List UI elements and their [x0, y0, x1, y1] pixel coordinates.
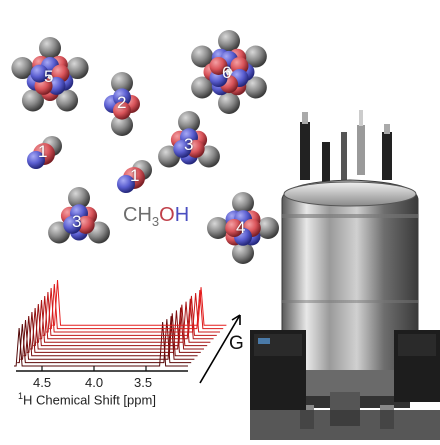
cluster-label-3b: 3: [72, 212, 82, 231]
tick-label-3-5: 3.5: [134, 375, 153, 390]
carbon-atom: [39, 37, 61, 59]
cluster-label-3a: 3: [184, 135, 194, 154]
formula-ch: CH: [123, 204, 152, 226]
hydrogen-atom: [117, 175, 135, 193]
cluster-label-1a: 1: [38, 142, 48, 161]
ring-atom: [30, 64, 49, 83]
x-axis-title-sup: 1: [18, 391, 24, 401]
ring-atom: [63, 215, 82, 234]
cluster-label-1b: 1: [130, 166, 140, 185]
spectrum-trace: [52, 279, 227, 326]
carbon-atom: [257, 217, 279, 239]
carbon-atom: [218, 30, 240, 52]
cluster-label-4: 4: [236, 218, 246, 237]
spectrum-axis: [16, 366, 188, 372]
carbon-atom: [244, 76, 267, 99]
carbon-atom: [191, 45, 214, 68]
ring-atom: [209, 56, 228, 75]
carbon-atom: [207, 217, 229, 239]
carbon-atom: [21, 89, 44, 112]
carbon-atom: [111, 72, 133, 94]
carbon-atom: [66, 57, 89, 80]
carbon-atom: [232, 242, 254, 264]
ring-atom: [173, 139, 192, 158]
ring-atom: [113, 88, 131, 107]
x-axis-title-text: H Chemical Shift [ppm]: [23, 392, 156, 408]
formula-o: O: [159, 204, 175, 226]
carbon-atom: [244, 45, 267, 68]
carbon-atom: [178, 111, 200, 133]
tick-label-4-5: 4.5: [33, 375, 52, 390]
cluster-label-6: 6: [222, 63, 232, 82]
carbon-atom: [111, 114, 133, 136]
cluster-label-2: 2: [117, 93, 127, 112]
ring-atom: [186, 139, 205, 158]
methanol-clusters: [11, 30, 279, 264]
x-axis-title: 1H Chemical Shift [ppm]: [18, 391, 156, 407]
ring-atom: [47, 76, 66, 95]
spectrum-trace: [14, 321, 188, 367]
magnet-top-posts: [300, 110, 392, 182]
carbon-atom: [11, 57, 34, 80]
spectrum-trace: [49, 283, 224, 330]
carbon-atom: [56, 89, 79, 112]
tick-label-4-0: 4.0: [85, 375, 104, 390]
gradient-label: G: [229, 333, 244, 354]
ring-atom: [225, 219, 244, 237]
nmr-spectrum: [14, 279, 227, 367]
hydrogen-atom: [27, 151, 45, 169]
formula-h: H: [174, 204, 190, 226]
carbon-atom: [218, 92, 240, 114]
formula-sub: 3: [151, 214, 160, 229]
carbon-atom: [191, 76, 214, 99]
cluster-label-5: 5: [44, 67, 54, 86]
carbon-atom: [68, 187, 90, 209]
gradient-arrow: [199, 314, 241, 384]
ring-atom: [76, 215, 95, 234]
nmr-spectrometer: [250, 110, 440, 440]
methanol-formula: CH3OH: [123, 204, 189, 229]
ring-atom: [113, 101, 131, 120]
carbon-atom: [232, 192, 254, 214]
